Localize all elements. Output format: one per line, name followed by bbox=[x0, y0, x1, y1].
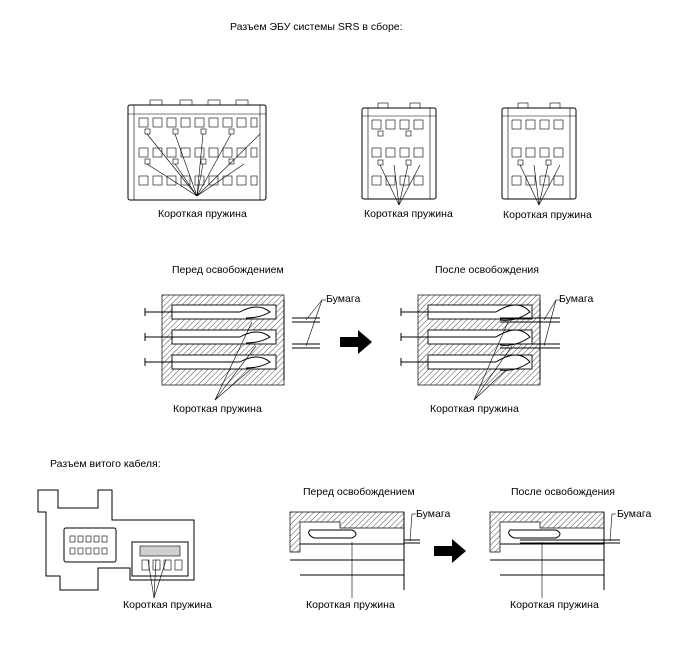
arrow-right-icon bbox=[340, 330, 372, 354]
ecu-connector-large bbox=[127, 99, 267, 201]
after-release-label: После освобождения bbox=[511, 486, 615, 498]
short-spring-label: Короткая пружина bbox=[430, 403, 519, 415]
before-release-label: Перед освобождением bbox=[303, 486, 415, 498]
short-spring-label: Короткая пружина bbox=[364, 208, 453, 220]
spiral-cable-title: Разъем витого кабеля: bbox=[50, 458, 161, 470]
short-spring-label: Короткая пружина bbox=[306, 599, 395, 611]
spiral-section-after bbox=[489, 511, 620, 598]
spiral-section-before bbox=[289, 511, 420, 598]
spiral-cable-connector bbox=[37, 489, 195, 599]
paper-label: Бумага bbox=[326, 293, 361, 305]
short-spring-label: Короткая пружина bbox=[158, 208, 247, 220]
ecu-connector-title: Разъем ЭБУ системы SRS в сборе: bbox=[230, 21, 403, 33]
after-release-label: После освобождения bbox=[435, 264, 539, 276]
before-release-label: Перед освобождением bbox=[172, 264, 284, 276]
ecu-connector-medium bbox=[361, 102, 437, 206]
ecu-section-after bbox=[400, 294, 560, 401]
arrow-right-icon bbox=[434, 539, 466, 563]
paper-label: Бумага bbox=[416, 508, 451, 520]
ecu-section-before bbox=[144, 294, 326, 401]
short-spring-label: Короткая пружина bbox=[510, 599, 599, 611]
ecu-connector-small bbox=[501, 102, 577, 206]
paper-label: Бумага bbox=[559, 293, 594, 305]
short-spring-label: Короткая пружина bbox=[123, 599, 212, 611]
paper-label: Бумага bbox=[617, 508, 652, 520]
short-spring-label: Короткая пружина bbox=[173, 403, 262, 415]
short-spring-label: Короткая пружина bbox=[503, 209, 592, 221]
